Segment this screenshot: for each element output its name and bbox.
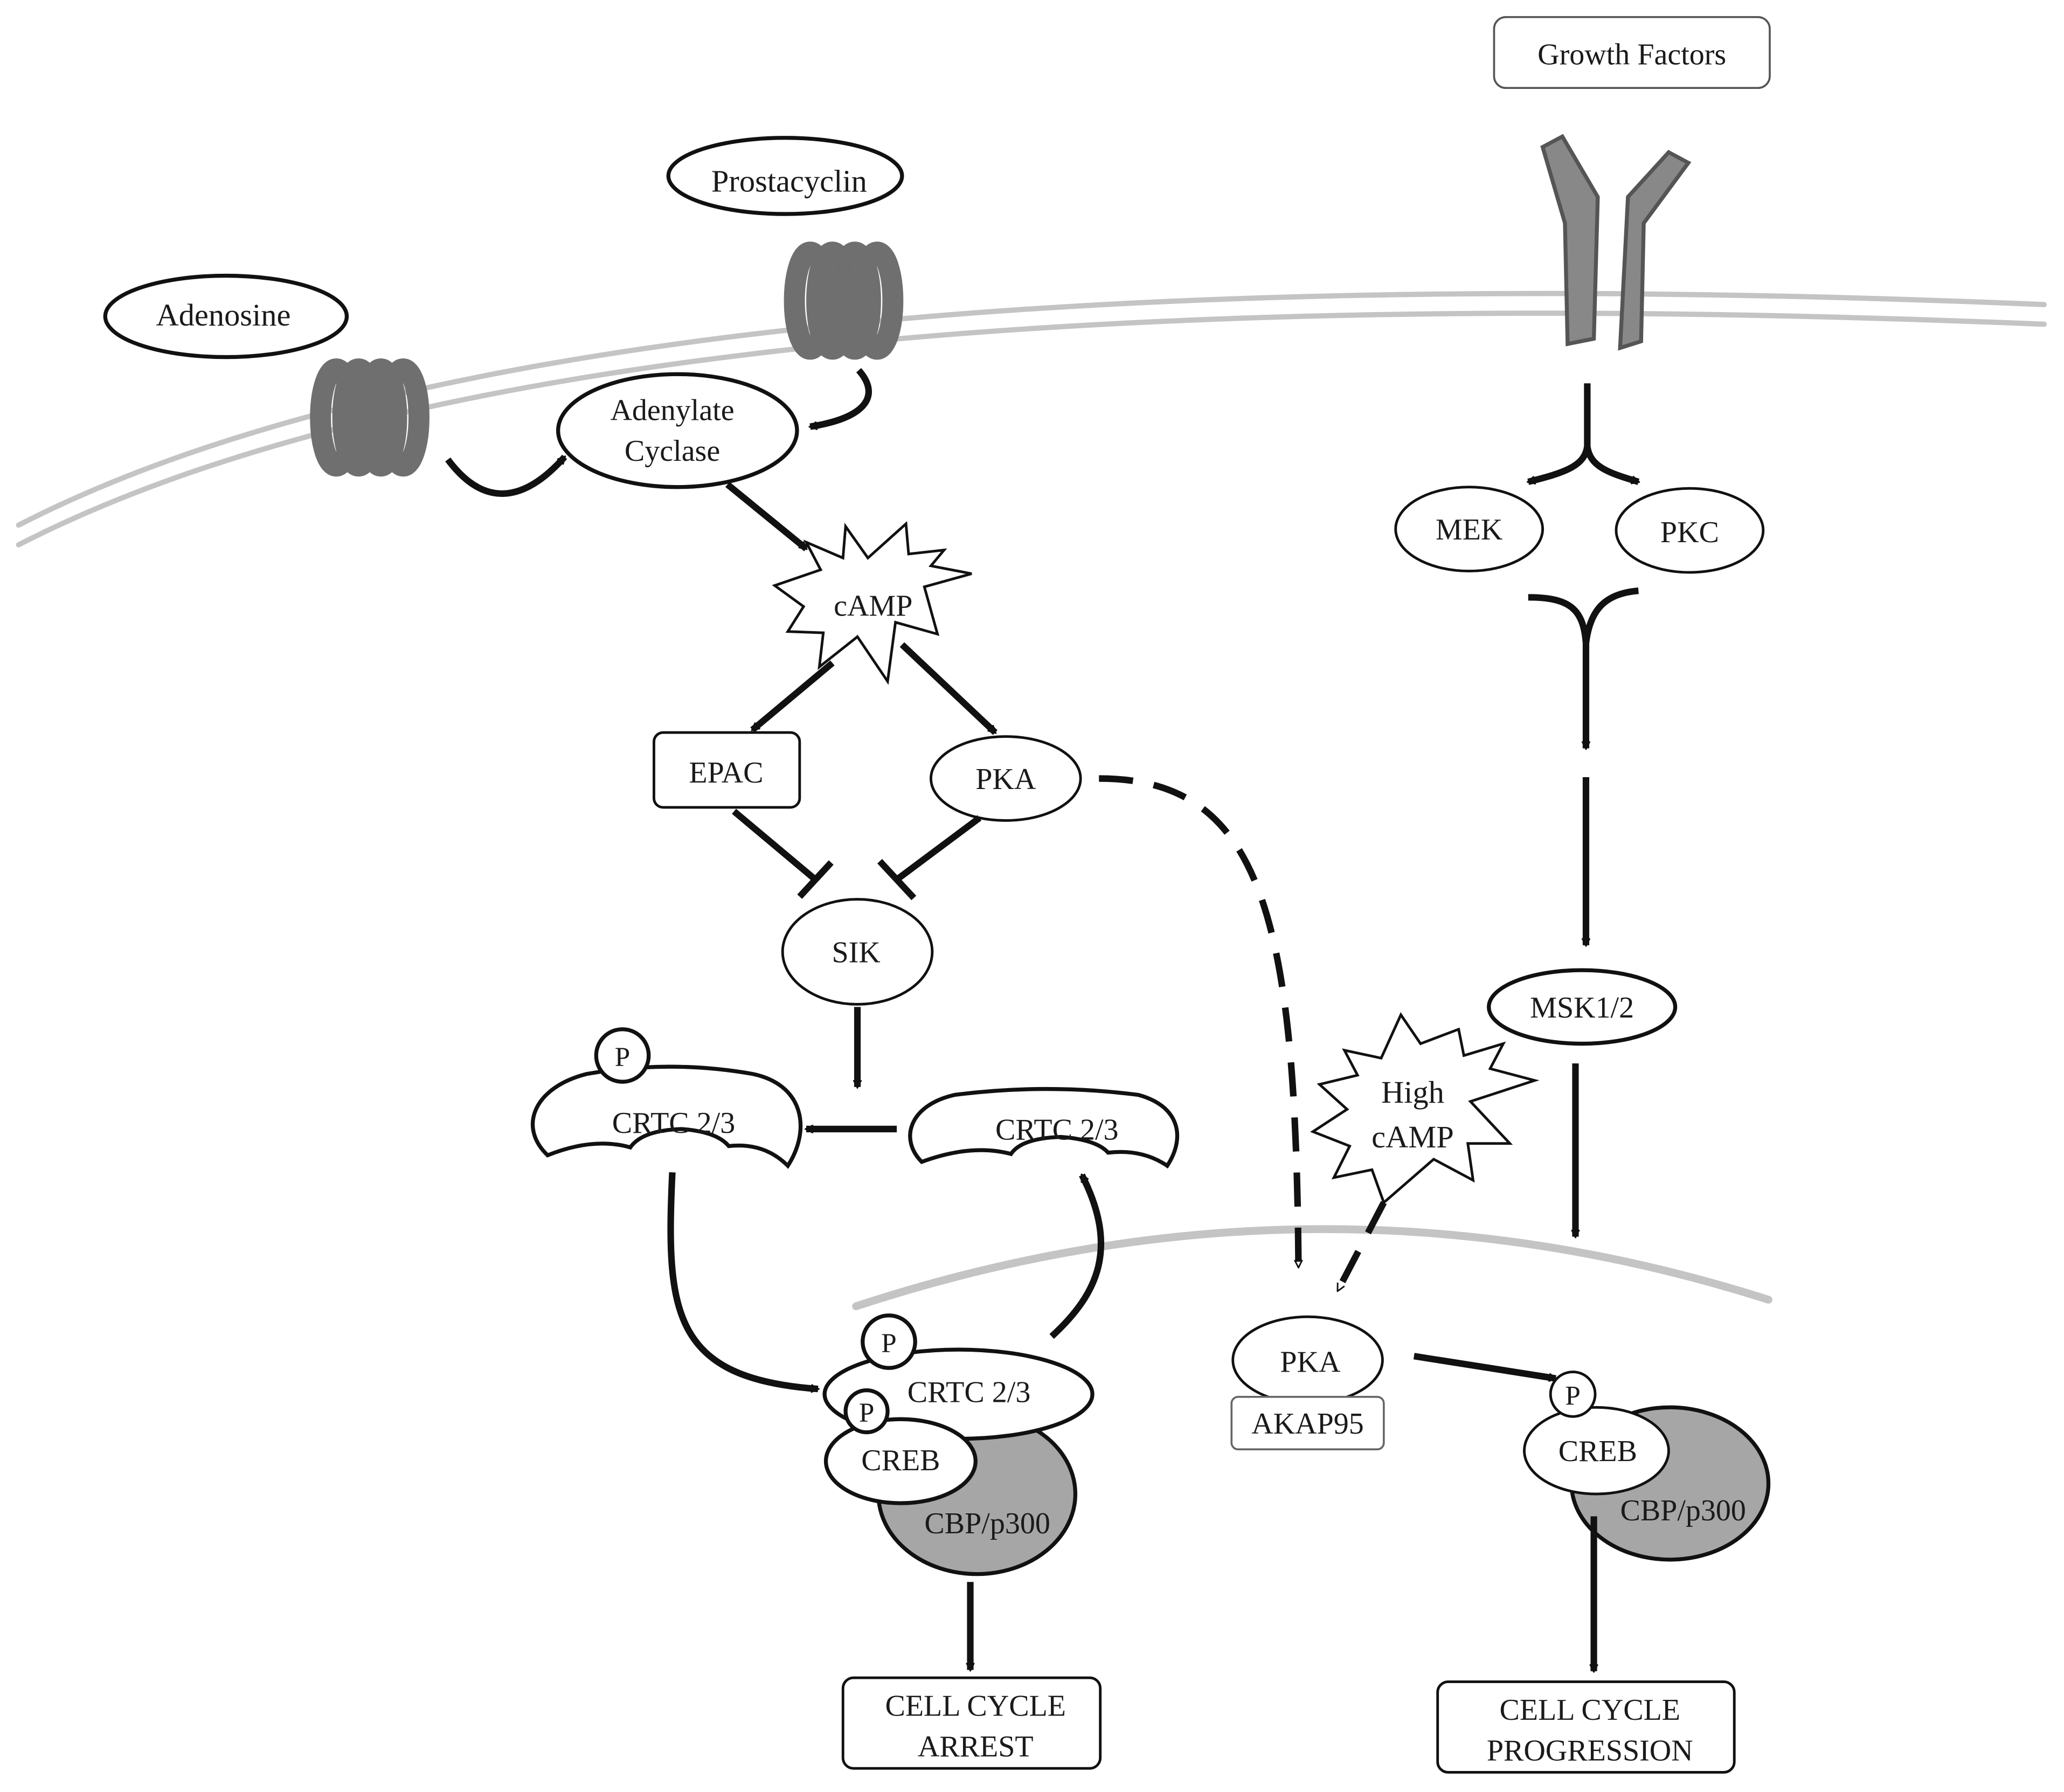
adenylate-cyclase-label-line1: Adenylate <box>610 393 734 427</box>
mek-label: MEK <box>1436 513 1502 546</box>
adenosine-to-cyclase-arrow <box>445 454 567 497</box>
msk-label: MSK1/2 <box>1530 991 1634 1025</box>
crtc-nuclear-p-label: P <box>881 1328 896 1359</box>
arrest-label-line2: ARREST <box>918 1730 1034 1763</box>
crtc-nuclear-label: CRTC 2/3 <box>908 1376 1031 1409</box>
pka-phosphorylates-creb-arrow <box>1413 1353 1556 1378</box>
progression-label-line2: PROGRESSION <box>1487 1734 1693 1768</box>
akap95-label: AKAP95 <box>1251 1407 1364 1441</box>
pka-nuclear-label: PKA <box>1280 1346 1341 1379</box>
adenylate-cyclase-node: Adenylate Cyclase <box>556 372 799 489</box>
pka-inhibits-sik <box>877 815 982 901</box>
mek-pkc-merge <box>1528 587 1639 644</box>
left-creb-complex: CBP/p300 CRTC 2/3 CREB P P <box>822 1313 1095 1576</box>
adenosine-receptor-icon <box>310 358 430 477</box>
cyclase-to-camp-arrow <box>725 482 808 551</box>
msk-node: MSK1/2 <box>1487 968 1678 1046</box>
high-camp-node: High cAMP <box>1310 1012 1540 1205</box>
cell-cycle-progression-box: CELL CYCLE PROGRESSION <box>1436 1680 1736 1774</box>
epac-inhibits-sik <box>732 808 834 899</box>
growth-factors-label: Growth Factors <box>1537 38 1726 71</box>
mek-node: MEK <box>1394 486 1544 573</box>
camp-to-pka-arrow <box>899 642 998 735</box>
growth-factors-node: Growth Factors <box>1493 16 1771 89</box>
crtc-nuclear-export-arrow <box>1049 1175 1105 1339</box>
creb-left-p-label: P <box>859 1397 874 1428</box>
crtc-label: CRTC 2/3 <box>995 1113 1119 1146</box>
crtc-node: CRTC 2/3 <box>908 1087 1180 1169</box>
pkc-node: PKC <box>1615 487 1765 574</box>
nuclear-membrane <box>852 1225 1772 1311</box>
creb-right <box>1523 1406 1670 1496</box>
high-camp-label-line1: High <box>1381 1075 1444 1110</box>
sik-label: SIK <box>832 936 880 970</box>
high-camp-label-line2: cAMP <box>1372 1119 1454 1154</box>
crtc-phospho-label: CRTC 2/3 <box>612 1106 736 1140</box>
pka-node: PKA <box>929 735 1082 822</box>
growth-factor-receptor-icon <box>1540 134 1692 351</box>
progression-label-line1: CELL CYCLE <box>1499 1693 1680 1727</box>
prostacyclin-node: Prostacyclin <box>666 136 904 216</box>
pkc-label: PKC <box>1660 516 1719 549</box>
epac-node: EPAC <box>653 731 801 809</box>
arrest-label-line1: CELL CYCLE <box>885 1690 1066 1723</box>
prostacyclin-label: Prostacyclin <box>711 164 867 199</box>
prostacyclin-to-cyclase-arrow <box>810 368 872 427</box>
adenylate-cyclase-label-line2: Cyclase <box>625 434 720 468</box>
creb-left-label: CREB <box>861 1444 940 1477</box>
crtc-nuclear-entry-arrow <box>667 1172 818 1389</box>
epac-label: EPAC <box>689 756 763 790</box>
pka-label: PKA <box>975 763 1036 796</box>
creb-right-label: CREB <box>1559 1435 1637 1468</box>
creb-right-p-label: P <box>1565 1380 1580 1411</box>
cbp-right-label: CBP/p300 <box>1620 1494 1746 1527</box>
adenosine-node: Adenosine <box>103 273 349 359</box>
crtc-phospho-p-label: P <box>615 1042 630 1073</box>
cell-cycle-arrest-box: CELL CYCLE ARREST <box>841 1676 1102 1770</box>
creb-left <box>823 1417 978 1505</box>
prostacyclin-receptor-icon <box>784 241 904 360</box>
receptor-to-mek-arrow <box>1528 446 1591 485</box>
right-creb-complex: CBP/p300 CREB P <box>1523 1371 1771 1562</box>
adenosine-label: Adenosine <box>156 297 290 333</box>
receptor-to-pkc-arrow <box>1584 446 1638 485</box>
pka-to-nuclear-pka-dashed <box>1099 775 1298 1267</box>
camp-label: cAMP <box>834 589 912 622</box>
pka-akap-node: PKA AKAP95 <box>1230 1315 1385 1451</box>
sik-node: SIK <box>781 898 934 1006</box>
crtc-phospho-node: CRTC 2/3 P <box>530 1027 803 1169</box>
camp-to-epac-arrow <box>750 660 835 733</box>
high-camp-to-pka-dashed <box>1335 1201 1387 1290</box>
cbp-left-label: CBP/p300 <box>924 1507 1050 1540</box>
camp-node: cAMP <box>772 521 972 685</box>
